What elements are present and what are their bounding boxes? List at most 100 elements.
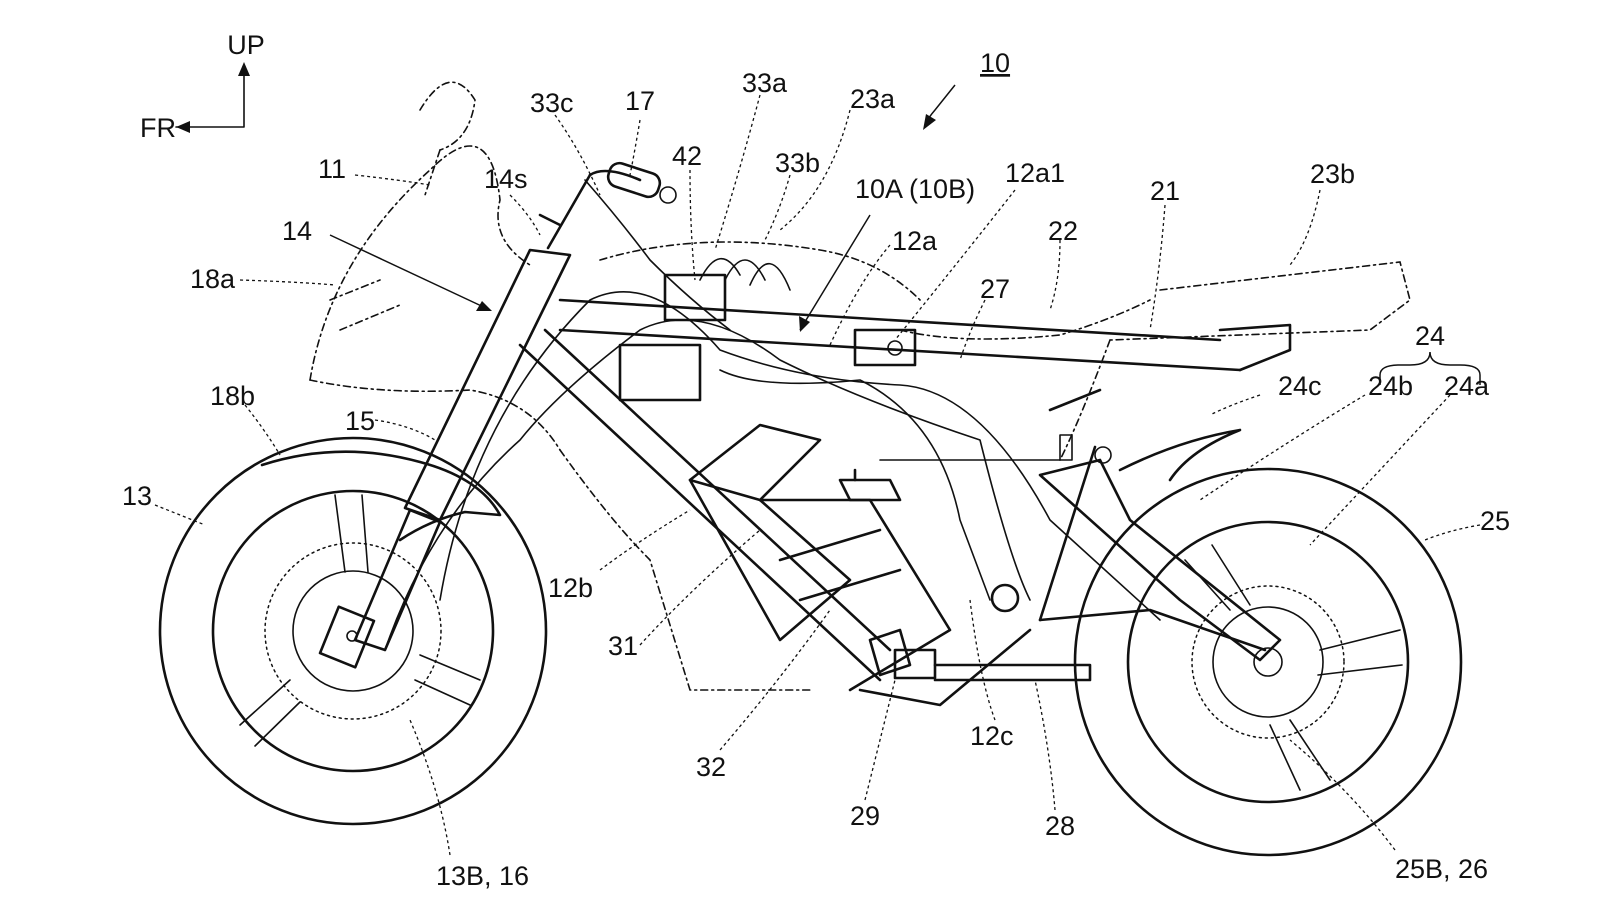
fuel-tank-cover [599,241,921,301]
label-23b: 23b [1310,159,1355,189]
fairing-inner [329,279,401,331]
frame-top-rail [558,298,1222,342]
frame-down-tube [518,343,882,682]
label-14s: 14s [484,164,528,194]
connector-29 [893,648,937,680]
harness-clamp [887,340,903,356]
rear-tire-outer [1073,467,1463,857]
label-13: 13 [122,481,152,511]
label-12b: 12b [548,573,593,603]
frame-rear-end [1218,323,1292,372]
throttle-cable [584,179,731,331]
rear-hub [1212,606,1324,718]
mirror [419,81,476,151]
motor-lines [778,528,902,602]
front-spoke-3 [334,494,369,573]
label-up: UP [227,30,265,60]
label-31: 31 [608,631,638,661]
grip-end [659,186,677,204]
front-tire-outer [158,436,548,826]
throttle-grip[interactable] [606,161,663,200]
motor-case [758,498,952,692]
front-fairing [309,81,811,691]
label-24b: 24b [1368,371,1413,401]
label-22: 22 [1048,216,1078,246]
fork-lower-tube [353,508,442,652]
arrow-14-icon [476,301,492,311]
label-33a: 33a [742,68,788,98]
fork-axle-clamp [318,605,376,669]
label-25B-26: 25B, 26 [1395,854,1488,884]
fairing-lower [309,379,561,451]
junction-box [853,328,917,367]
label-29: 29 [850,801,880,831]
frame-lower [858,628,1032,707]
swing-arm-lower [1038,608,1267,652]
up-arrow-icon [238,62,250,76]
frame-bracket [1048,388,1102,412]
label-12a: 12a [892,226,938,256]
label-12a1: 12a1 [1005,158,1065,188]
front-hub [292,570,414,692]
leader-10A [799,214,871,331]
component-42 [663,273,727,322]
battery-unit [688,423,1092,692]
arrow-10A-icon [799,316,810,332]
labels: 10 11 14s 14 18a 18b 15 13 33c 17 42 33a… [122,48,1510,891]
swing-arm [1038,445,1282,662]
ecu-box [618,343,702,402]
side-stand [933,663,1092,682]
label-10A-10B: 10A (10B) [855,174,975,204]
label-18a: 18a [190,264,236,294]
swing-arm-pivot [1094,446,1112,464]
front-hub-motor [264,542,442,720]
tail-side [1059,339,1111,461]
front-wheel [158,436,548,826]
arrow-10-icon [923,114,936,130]
electrical-components [384,179,1161,651]
direction-indicator: UP FR [140,30,265,143]
rear-hub-motor [1191,585,1345,739]
battery-top [688,423,822,502]
label-fr: FR [140,113,176,143]
leader-lines [154,94,1481,856]
frame-top-rail-2 [558,328,1242,372]
label-18b: 18b [210,381,255,411]
shock-bulb [990,583,1020,613]
label-15: 15 [345,406,375,436]
front-axle [346,630,358,642]
main-harness [439,291,1161,621]
rear-wheel [1073,467,1463,857]
front-arrow-icon [176,121,190,133]
brake-line [384,319,1031,651]
rear-connector [1059,434,1073,461]
rear-spoke-2 [1269,719,1331,791]
rear-axle [1253,647,1283,677]
front-spoke-2 [414,654,481,706]
harness-branch [719,369,991,601]
motor-cap [838,478,902,502]
label-32: 32 [696,752,726,782]
swing-arm-body [1038,458,1282,662]
front-spoke-1 [239,679,301,747]
label-12c: 12c [970,721,1014,751]
leader-14 [329,234,491,311]
label-17: 17 [625,86,655,116]
label-24: 24 [1415,321,1445,351]
under-cowl [559,449,811,691]
front-rim [211,489,495,773]
fork-top-bracket [538,213,562,227]
label-25: 25 [1480,506,1510,536]
front-fender [260,450,502,542]
rear-spoke-3 [1317,629,1403,676]
fork-upper-tube [403,248,572,522]
label-13B-16: 13B, 16 [436,861,529,891]
cable-loops [699,257,791,291]
seat [899,299,1151,340]
label-21: 21 [1150,176,1180,206]
rear-spoke-1 [1184,544,1251,611]
handlebar [588,169,642,182]
brace-24 [1379,351,1481,385]
